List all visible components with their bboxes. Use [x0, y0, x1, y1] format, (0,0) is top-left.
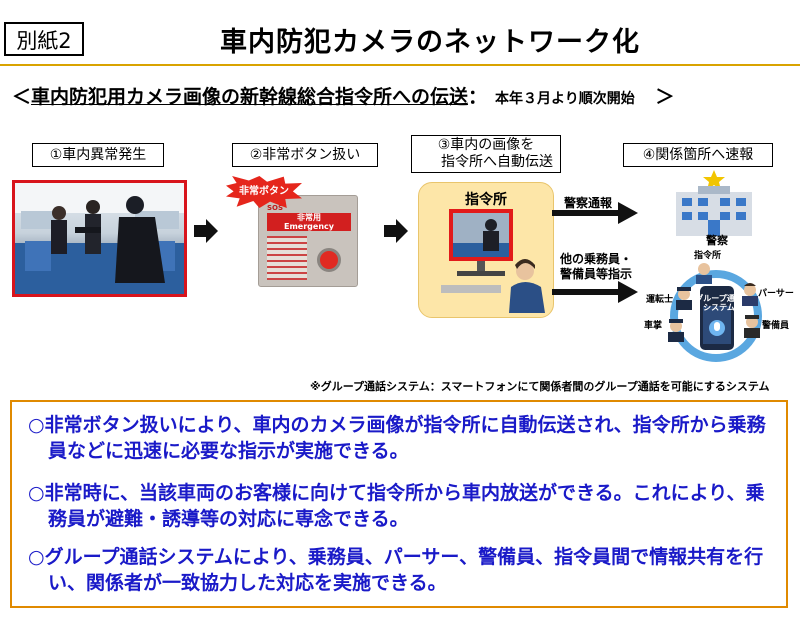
staff-instruction-label: 他の乗務員・ 警備員等指示 [560, 252, 632, 282]
control-center-title: 指令所 [465, 192, 507, 208]
guard-figure-icon [744, 315, 760, 338]
annex-label: 別紙2 [4, 22, 84, 56]
subtitle-schedule: 本年３月より順次開始 [495, 91, 635, 107]
step-4-label: ④関係箇所へ速報 [623, 143, 773, 167]
emergency-title-en: Emergency [284, 222, 334, 231]
role-guard: 警備員 [762, 321, 790, 331]
subtitle-open-bracket: ＜ [12, 86, 32, 108]
summary-box: ○非常ボタン扱いにより、車内のカメラ画像が指令所に自動伝送され、指令所から乗務員… [10, 400, 788, 608]
title-divider [0, 64, 800, 66]
staff-instruction-arrow [552, 281, 638, 303]
group-call-center-line1: グループ通話 [695, 294, 743, 303]
summary-bullet-1: ○非常ボタン扱いにより、車内のカメラ画像が指令所に自動伝送され、指令所から乗務員… [28, 414, 766, 462]
page-title: 車内防犯カメラのネットワーク化 [220, 27, 640, 58]
control-center-panel: 指令所 [418, 182, 554, 318]
staff-instruction-line1: 他の乗務員・ [560, 252, 633, 266]
subtitle-close-bracket: ＞ [655, 86, 675, 108]
summary-bullet-3: ○グループ通話システムにより、乗務員、パーサー、警備員、指令員間で情報共有を行い… [28, 546, 764, 594]
step-1-label: ①車内異常発生 [32, 143, 164, 167]
emergency-button-icon [317, 248, 341, 272]
purser-figure-icon [742, 283, 758, 306]
role-conductor: 運転士 [646, 295, 674, 305]
staff-instruction-line2: 警備員等指示 [560, 267, 633, 281]
train-scene-image [15, 183, 184, 294]
sos-text: SOS [267, 204, 284, 212]
role-crew: 車掌 [644, 321, 663, 331]
emergency-title-ja: 非常用 [297, 213, 321, 222]
role-dispatcher: 指令所 [694, 251, 722, 261]
dispatcher-figure-icon [696, 263, 712, 284]
monitor-operator-icon [441, 209, 545, 313]
role-purser: パーサー [758, 289, 794, 299]
subtitle-text: 車内防犯用カメラ画像の新幹線総合指令所への伝送 [31, 86, 469, 108]
crew-figure-icon [668, 319, 684, 342]
subtitle-colon: ： [468, 86, 488, 108]
train-interior-photo [12, 180, 187, 297]
instruction-text-block [267, 236, 307, 280]
conductor-figure-icon [676, 287, 692, 310]
step-arrow-1-2 [194, 219, 218, 243]
summary-bullet-2: ○非常時に、当該車両のお客様に向けて指令所から車内放送ができる。これにより、乗務… [28, 482, 765, 530]
police-report-label: 警察通報 [564, 196, 613, 210]
police-building-icon [676, 170, 752, 236]
step-2-label: ②非常ボタン扱い [232, 143, 378, 167]
group-call-center-line2: システム [703, 303, 735, 312]
group-call-footnote: ※グループ通話システム：スマートフォンにて関係者間のグループ通話を可能にするシス… [310, 380, 770, 393]
police-report-arrow [552, 202, 638, 224]
police-label: 警察 [706, 234, 728, 247]
emergency-button-panel: SOS 非常用 Emergency [258, 195, 358, 287]
step-3-label-line1: ③車内の画像を [437, 137, 535, 153]
step-arrow-2-3 [384, 219, 408, 243]
emergency-plate: 非常用 Emergency [267, 213, 351, 231]
group-call-center-label: グループ通話 システム [694, 294, 744, 312]
step-3-label-line2: 指令所へ自動伝送 [441, 154, 553, 170]
subtitle: ＜車内防犯用カメラ画像の新幹線総合指令所への伝送： 本年３月より順次開始 ＞ [12, 82, 674, 109]
step-3-label: ③車内の画像を 指令所へ自動伝送 [411, 135, 561, 173]
group-call-ring [670, 270, 762, 362]
